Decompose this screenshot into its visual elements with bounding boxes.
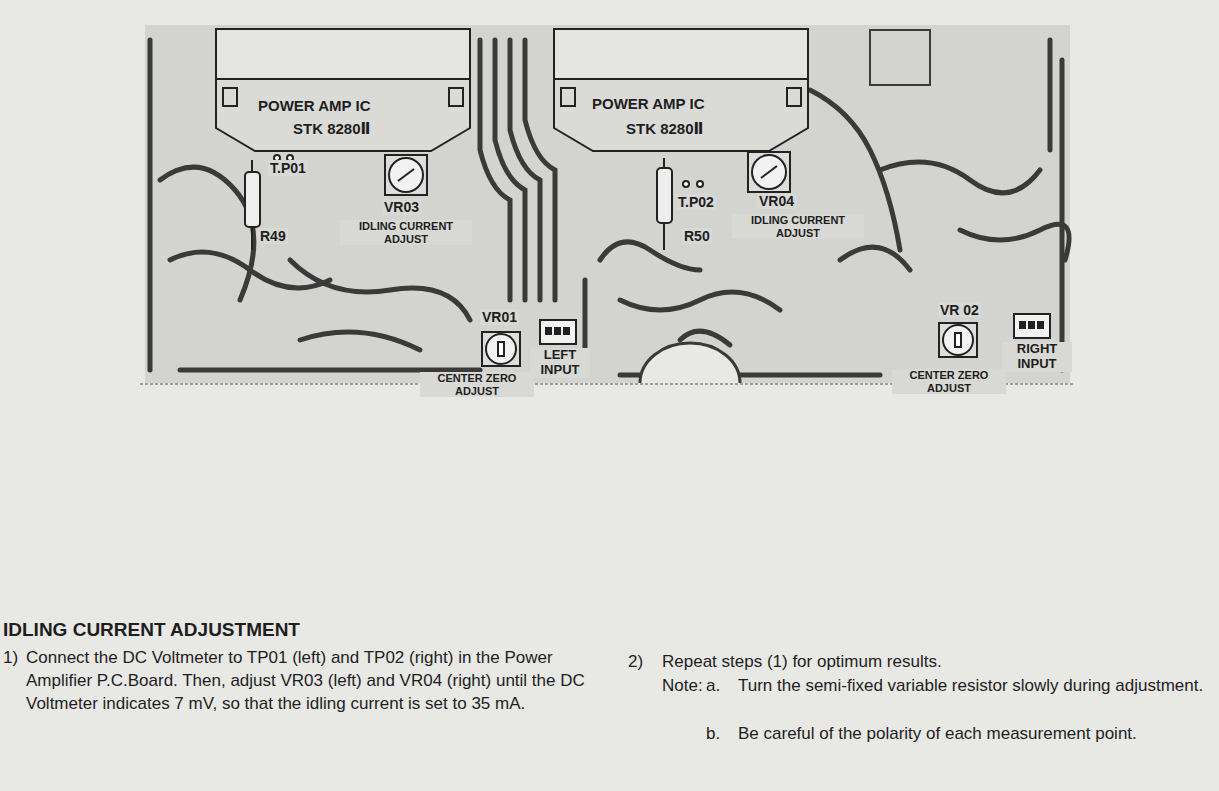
pcb-board [145,25,1070,383]
resistor-symbol [245,158,672,250]
power-amp-ic: POWER AMP IC STK 8280Ⅱ [215,28,471,153]
power-amp-ic: POWER AMP IC STK 8280Ⅱ [553,28,809,153]
part-label: VR04 [757,193,796,209]
step-number: 1) [3,646,18,669]
note-letter: b. [706,722,720,745]
trimmer-potentiometer [385,152,977,366]
ic-name: POWER AMP IC [589,96,708,113]
part-label: R50 [682,228,712,244]
note-letter: a. [706,674,720,697]
adjust-note: CENTER ZERO ADJUST [892,369,1006,394]
note-text: Turn the semi-fixed variable resistor sl… [738,674,1212,697]
step-number: 2) [628,650,643,673]
adjust-note: IDLING CURRENT ADJUST [340,220,472,245]
ic-name: POWER AMP IC [255,98,374,115]
test-point-label: T.P01 [268,160,308,176]
instruction-text: Connect the DC Voltmeter to TP01 (left) … [26,646,596,715]
test-point-label: T.P02 [676,194,716,210]
adjust-note: IDLING CURRENT ADJUST [732,214,864,239]
connector-label: RIGHT INPUT [1002,342,1072,372]
part-label: VR03 [382,199,421,215]
connector-label: LEFT INPUT [530,348,590,378]
ic-part-number: STK 8280Ⅱ [290,121,373,138]
note-label: Note: [662,674,703,697]
test-point [274,155,703,187]
adjust-note: CENTER ZERO ADJUST [420,372,534,397]
part-label: R49 [258,228,288,244]
note-text: Be careful of the polarity of each measu… [738,722,1212,745]
part-label: VR01 [480,309,519,325]
ic-part-number: STK 8280Ⅱ [623,121,706,138]
pcb-traces [150,40,1069,375]
input-connector [540,314,1050,344]
part-label: VR 02 [938,302,981,318]
instruction-text: Repeat steps (1) for optimum results. [662,650,1202,673]
section-heading: IDLING CURRENT ADJUSTMENT [3,619,300,641]
